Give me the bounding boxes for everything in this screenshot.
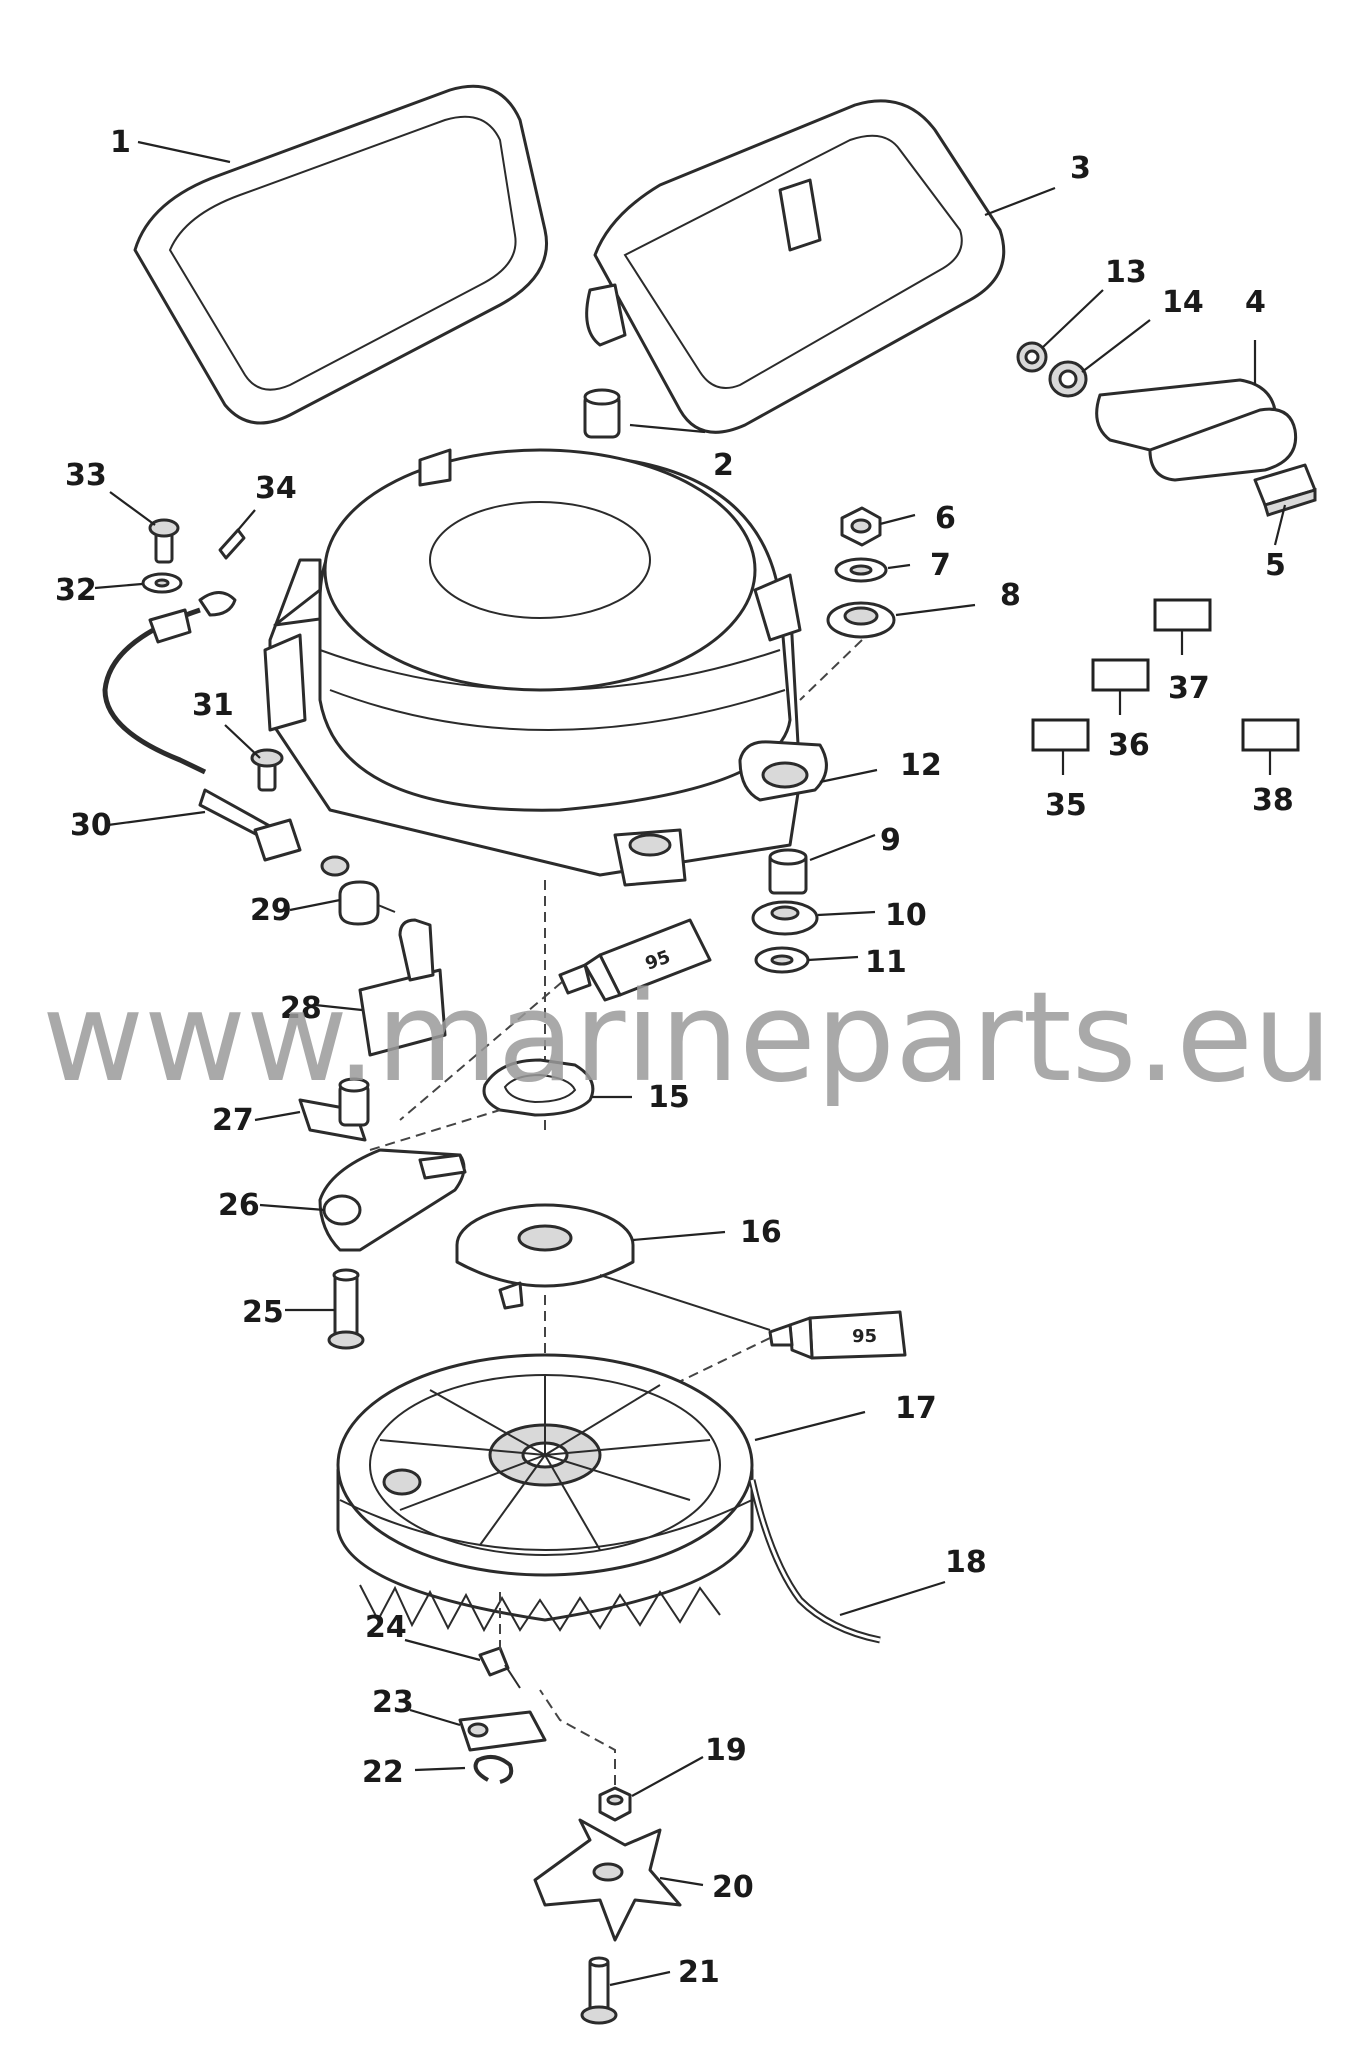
part-4-starter-handle — [1095, 378, 1298, 482]
callout-28: 28 — [280, 991, 322, 1026]
callout-15: 15 — [648, 1080, 690, 1115]
part-27-link — [298, 1077, 370, 1142]
part-31-screw — [250, 748, 284, 792]
part-23-pawl — [458, 1710, 547, 1752]
callout-4: 4 — [1245, 285, 1266, 320]
part-10-washer — [751, 900, 819, 936]
callout-numbers: 1 2 3 4 5 6 7 8 9 10 11 12 13 14 15 16 1… — [55, 125, 1294, 1990]
part-19-nut — [598, 1786, 632, 1822]
part-7-washer — [834, 557, 888, 583]
callout-7: 7 — [930, 548, 951, 583]
part-16-spring-cup — [455, 1203, 635, 1310]
starter-housing — [263, 448, 828, 887]
callout-27: 27 — [212, 1103, 254, 1138]
callout-19: 19 — [705, 1733, 747, 1768]
part-17-rope-pulley — [336, 1353, 754, 1633]
part-26-pawl-arm — [318, 1148, 467, 1252]
part-33-screw — [148, 518, 180, 564]
callout-29: 29 — [250, 893, 292, 928]
callout-21: 21 — [678, 1955, 720, 1990]
callout-2: 2 — [713, 448, 734, 483]
callout-37: 37 — [1168, 671, 1210, 706]
ref-box-35 — [1031, 718, 1090, 752]
callout-16: 16 — [740, 1215, 782, 1250]
part-21-screw — [580, 1956, 618, 2025]
callout-20: 20 — [712, 1870, 754, 1905]
part-6-nut — [840, 506, 882, 547]
callout-34: 34 — [255, 471, 297, 506]
callout-9: 9 — [880, 823, 901, 858]
leader-lines — [94, 140, 1287, 1987]
part-11-washer — [754, 946, 810, 974]
part-8-grommet — [826, 601, 896, 639]
callout-1: 1 — [110, 125, 131, 160]
part-9-bushing — [768, 848, 808, 895]
callout-25: 25 — [242, 1295, 284, 1330]
part-18-rope — [748, 1479, 881, 1644]
callout-32: 32 — [55, 573, 97, 608]
callout-22: 22 — [362, 1755, 404, 1790]
part-1-seal — [133, 84, 548, 425]
part-15-gasket — [482, 1058, 595, 1117]
sealant-tube-2: 95 — [768, 1310, 907, 1360]
part-28-pawl-bracket — [358, 918, 447, 1057]
callout-23: 23 — [372, 1685, 414, 1720]
callout-6: 6 — [935, 501, 956, 536]
ref-box-37 — [1153, 598, 1212, 632]
callout-13: 13 — [1105, 255, 1147, 290]
callout-24: 24 — [365, 1610, 407, 1645]
sealant-tube-1: 95 — [558, 918, 712, 1002]
callout-5: 5 — [1265, 548, 1286, 583]
part-24-spring — [478, 1646, 521, 1689]
callout-11: 11 — [865, 945, 907, 980]
callout-38: 38 — [1252, 783, 1294, 818]
ref-box-38 — [1241, 718, 1300, 752]
callout-36: 36 — [1108, 728, 1150, 763]
part-22-retaining-ring — [473, 1754, 514, 1784]
part-5-insert — [1253, 463, 1317, 517]
part-30-cable — [102, 591, 350, 877]
callout-26: 26 — [218, 1188, 260, 1223]
part-32-washer — [141, 572, 183, 594]
callout-8: 8 — [1000, 578, 1021, 613]
part-2-bushing — [583, 388, 621, 439]
sealant-label-2: 95 — [852, 1326, 877, 1347]
part-3-handle-housing — [585, 99, 1006, 434]
part-13-washer — [1016, 341, 1048, 373]
watermark: www.marineparts.eu — [42, 966, 1332, 1110]
part-20-retainer — [533, 1818, 682, 1942]
part-25-pin — [327, 1268, 365, 1350]
callout-33: 33 — [65, 458, 107, 493]
callout-30: 30 — [70, 808, 112, 843]
part-29-spring — [338, 880, 396, 926]
callout-14: 14 — [1162, 285, 1204, 320]
callout-17: 17 — [895, 1391, 937, 1426]
callout-10: 10 — [885, 898, 927, 933]
callout-3: 3 — [1070, 151, 1091, 186]
part-34-pin — [218, 528, 246, 560]
callout-31: 31 — [192, 688, 234, 723]
part-14-washer — [1048, 360, 1088, 398]
callout-18: 18 — [945, 1545, 987, 1580]
callout-12: 12 — [900, 748, 942, 783]
ref-box-36 — [1091, 658, 1150, 692]
callout-35: 35 — [1045, 788, 1087, 823]
